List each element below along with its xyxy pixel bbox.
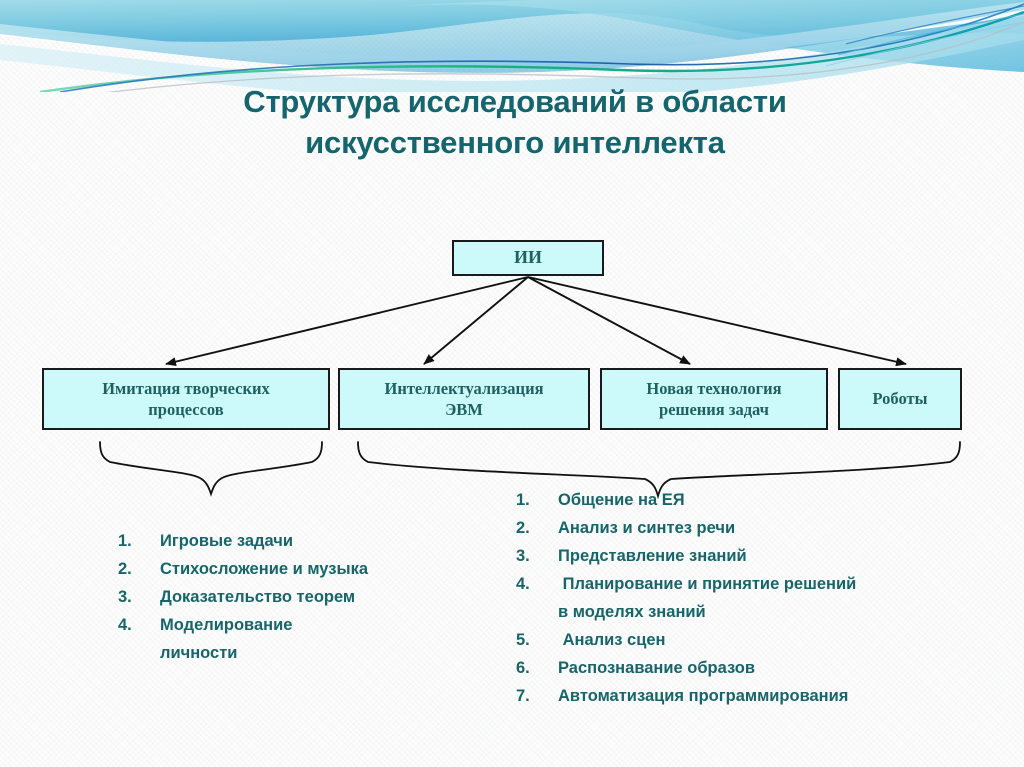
left-list-item: 1. Игровые задачи (118, 527, 448, 555)
right-list-item-text: в моделях знаний (558, 603, 706, 621)
right-list-item: в моделях знаний (516, 598, 986, 626)
right-list-item-number: 5. (516, 631, 530, 649)
brace-left (99, 441, 323, 497)
right-list-item-text: Распознавание образов (558, 659, 756, 677)
right-list-item: 3. Представление знаний (516, 542, 986, 570)
arrow-to-imitation (165, 276, 529, 367)
left-numbered-list: 1. Игровые задачи 2. Стихосложение и музыка… (118, 527, 448, 667)
left-list-item-text: Доказательство теорем (160, 588, 356, 606)
left-list-item-number: 2. (118, 560, 132, 578)
right-list-item-number: 6. (516, 659, 530, 677)
left-list-item: 2. Стихосложение и музыка (118, 555, 448, 583)
right-list-item-text: Анализ и синтез речи (558, 519, 736, 537)
left-list-item: 4. Моделирование (118, 611, 448, 639)
right-numbered-list: 1. Общение на ЕЯ 2. Анализ и синтез речи 3. П… (516, 486, 986, 710)
right-list-item-number: 7. (516, 687, 530, 705)
left-list-item-number: 3. (118, 588, 132, 606)
arrow-to-robots (527, 276, 907, 367)
node-robots[interactable]: Роботы (838, 368, 962, 430)
left-list-item-number: 1. (118, 532, 132, 550)
node-ai-root[interactable]: ИИ (452, 240, 604, 276)
right-list-item-text: Планирование и принятие решений (558, 575, 857, 593)
right-list-item-text: Анализ сцен (558, 631, 666, 649)
right-list-item-number: 1. (516, 491, 530, 509)
node-robots-label: Роботы (872, 389, 928, 409)
arrow-to-intellect (423, 276, 529, 365)
right-list-item-text: Автоматизация программирования (558, 687, 849, 705)
node-ai-root-label: ИИ (513, 247, 542, 268)
right-list-item: 5. Анализ сцен (516, 626, 986, 654)
left-list-item-text: Моделирование (160, 616, 293, 634)
left-list-item: личности (118, 639, 448, 667)
title-line-1: Структура исследований в области (243, 84, 787, 119)
right-list-item: 4. Планирование и принятие решений (516, 570, 986, 598)
left-list-item-number: 4. (118, 616, 132, 634)
left-list-item: 3. Доказательство теорем (118, 583, 448, 611)
right-list-item-text: Представление знаний (558, 547, 747, 565)
header-wave-decoration (0, 0, 1024, 92)
slide-title: Структура исследований в области искусст… (120, 82, 910, 164)
title-line-2: искусственного интеллекта (305, 124, 725, 160)
right-list-item: 2. Анализ и синтез речи (516, 514, 986, 542)
arrow-to-newtech (527, 276, 691, 365)
right-list-item-number: 4. (516, 575, 530, 593)
right-list-item-text: Общение на ЕЯ (558, 491, 685, 509)
right-list-item-number: 3. (516, 547, 530, 565)
left-list-item-text: Игровые задачи (160, 532, 294, 550)
right-list-item: 7. Автоматизация программирования (516, 682, 986, 710)
left-list-item-text: Стихосложение и музыка (160, 560, 368, 578)
right-list-item-number: 2. (516, 519, 530, 537)
right-list-item: 1. Общение на ЕЯ (516, 486, 986, 514)
root-branch-arrows (165, 276, 907, 367)
right-list-item: 6. Распознавание образов (516, 654, 986, 682)
left-list-item-text: личности (160, 644, 238, 662)
